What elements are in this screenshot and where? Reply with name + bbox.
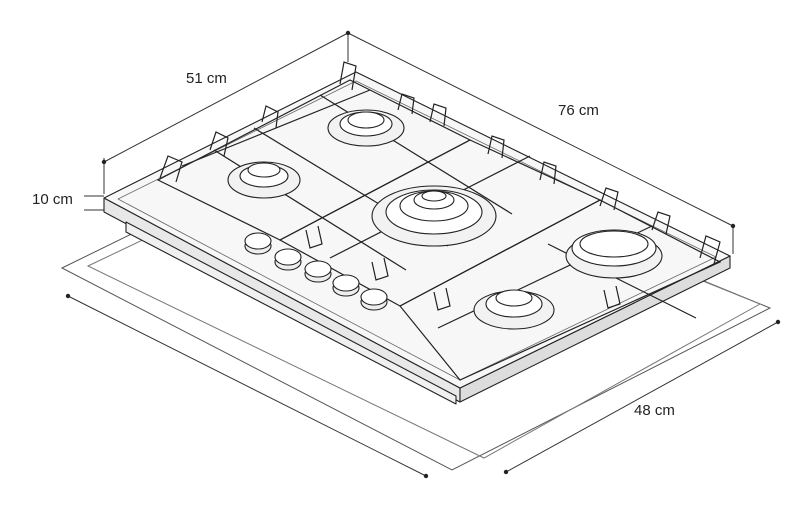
- burner-front-left: [227, 161, 301, 199]
- length-dimension-line: [347, 32, 734, 227]
- grate-right: [399, 199, 722, 381]
- knob-1: [244, 232, 272, 255]
- burner-back-right: [565, 229, 663, 279]
- width-label: 51 cm: [186, 70, 227, 87]
- burner-back-left: [327, 109, 405, 147]
- length-label: 76 cm: [558, 102, 599, 119]
- control-knobs: [244, 232, 388, 311]
- knob-5: [360, 288, 388, 311]
- cooktop-base: [125, 221, 457, 405]
- knob-2: [274, 248, 302, 271]
- knob-4: [332, 274, 360, 297]
- height-label: 10 cm: [32, 191, 73, 208]
- dimension-lines: [60, 32, 779, 477]
- depth-dimension-line: [67, 295, 427, 477]
- dimension-dots: [65, 30, 781, 479]
- burners: [227, 109, 663, 330]
- burner-center-wok: [371, 185, 497, 247]
- knob-3: [304, 260, 332, 283]
- cutout-depth-label: 48 cm: [634, 402, 675, 419]
- grate-fingers: [159, 61, 721, 311]
- width-dimension-line: [103, 32, 349, 163]
- burner-front-right: [473, 289, 555, 330]
